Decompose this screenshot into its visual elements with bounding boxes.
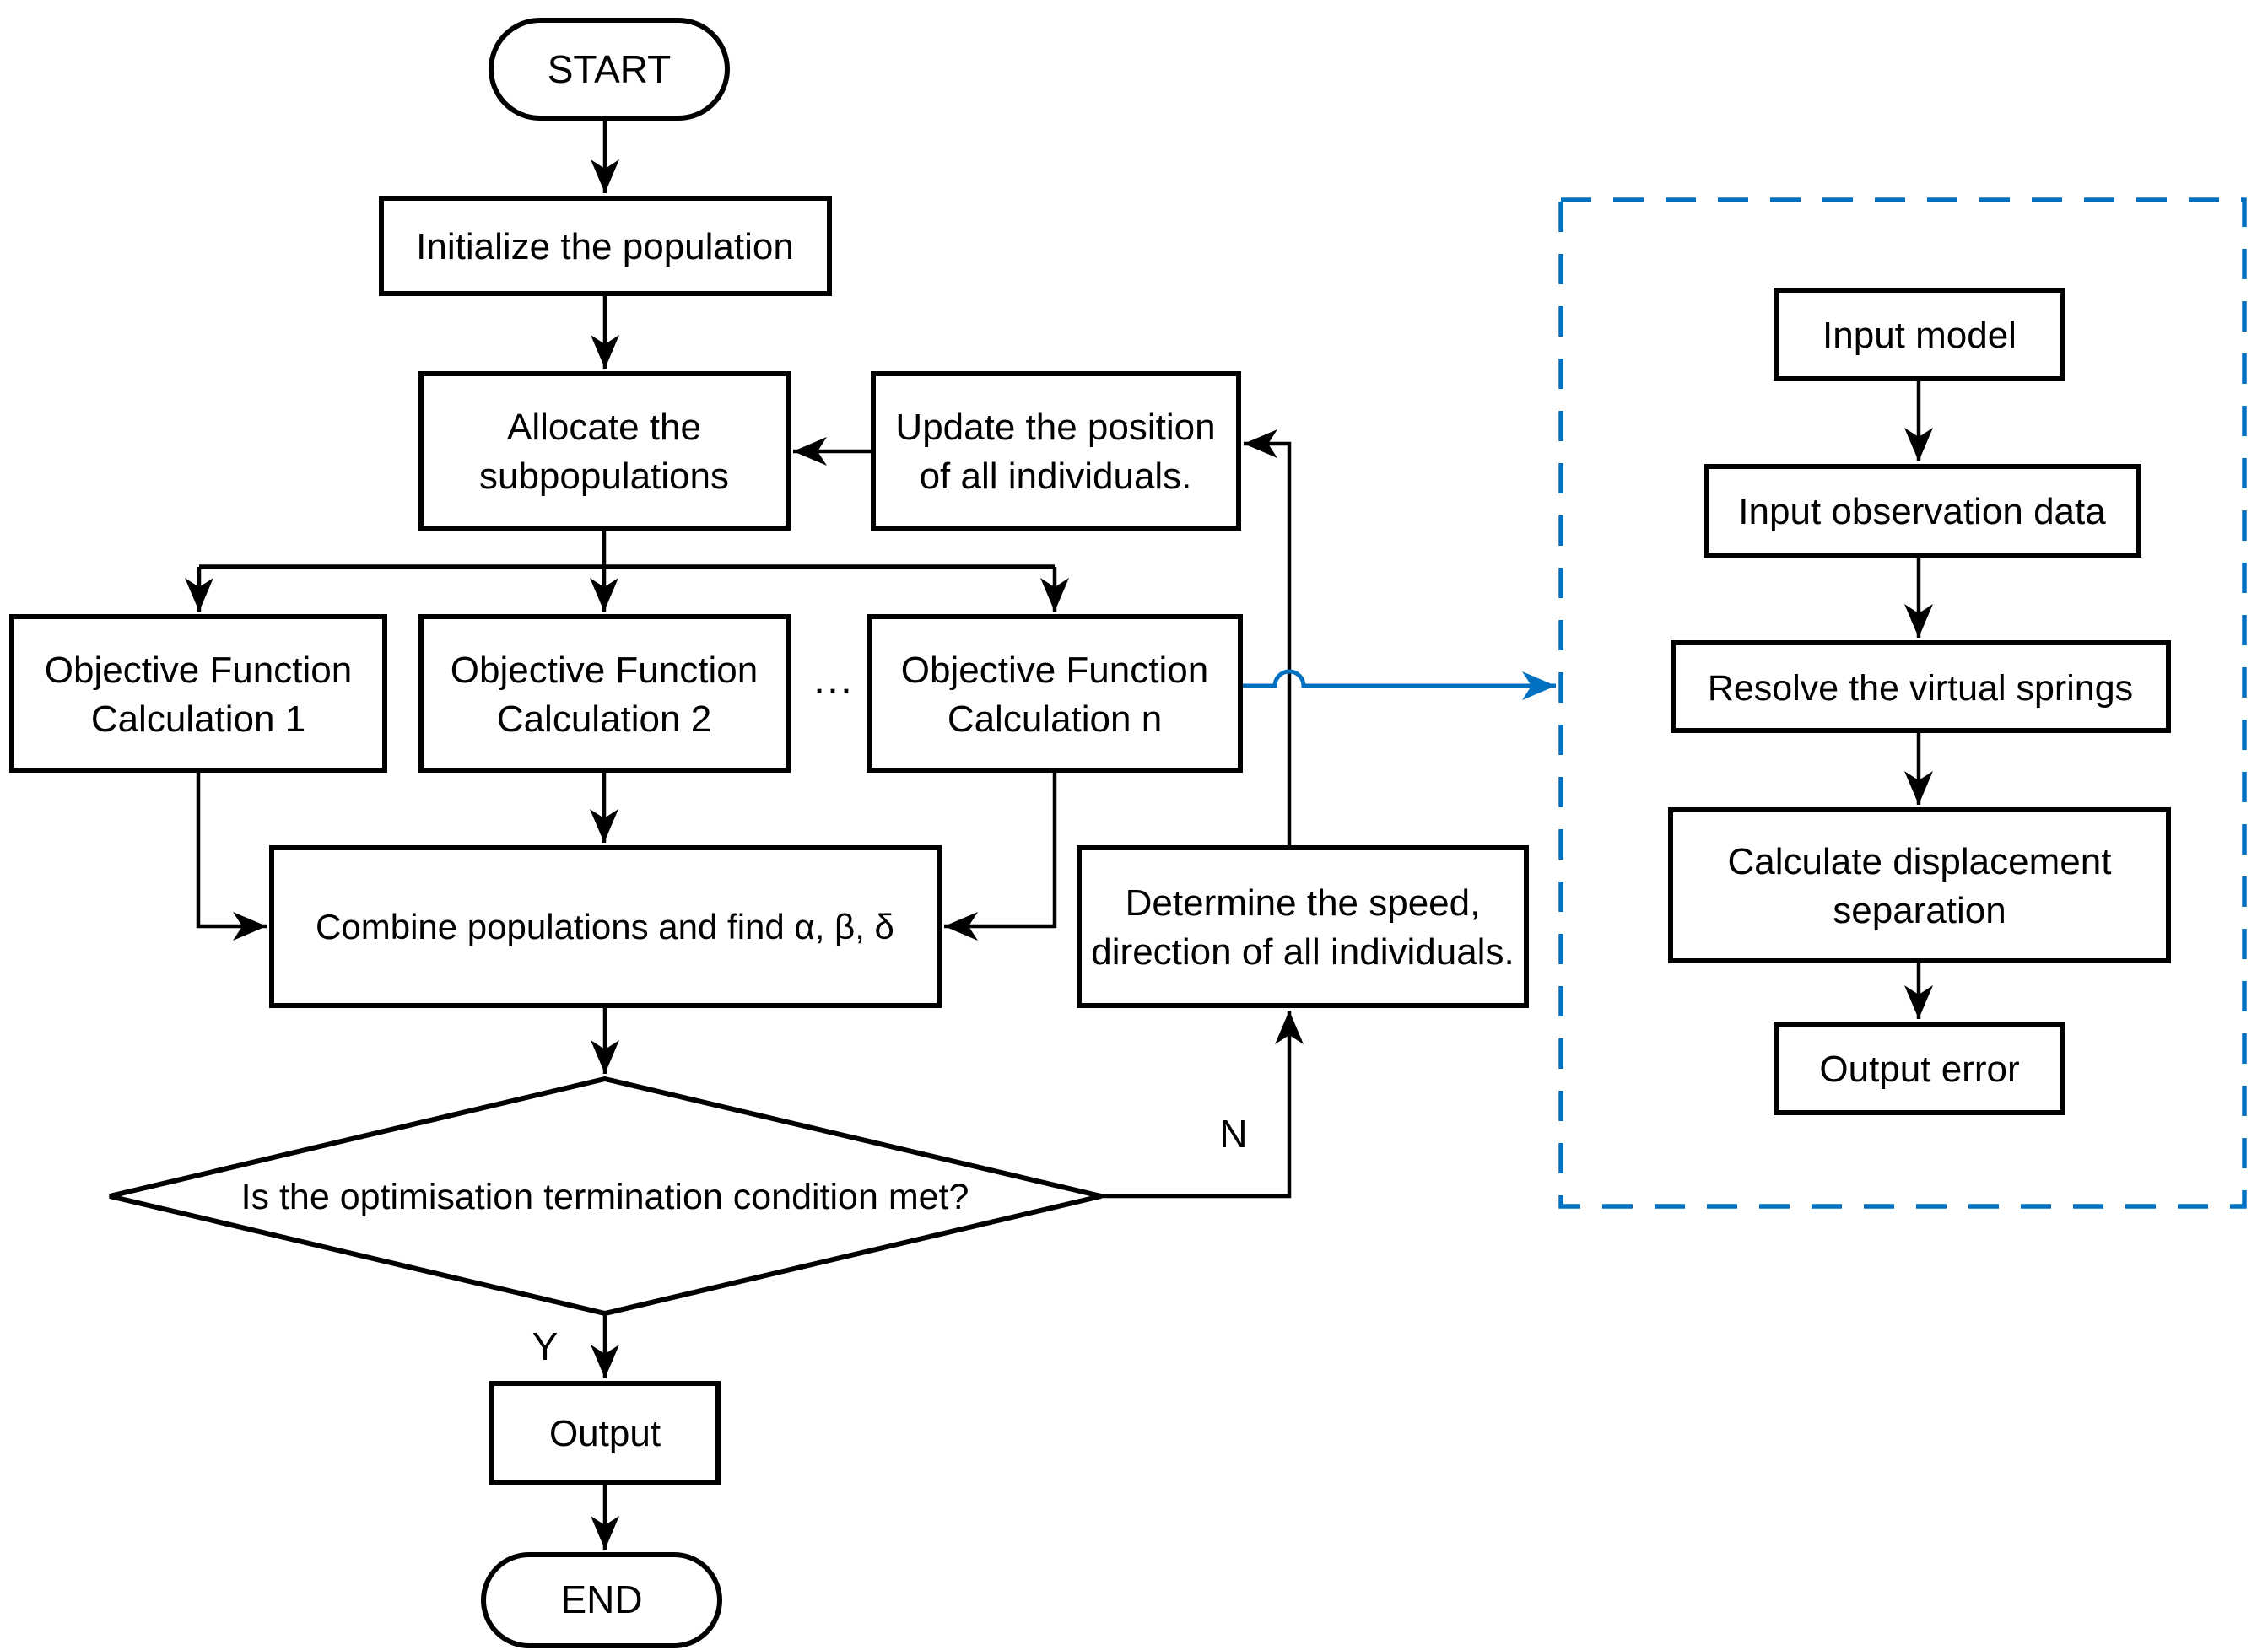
- objective2-shape: [418, 614, 791, 773]
- update-position-node: Update the position of all individuals.: [871, 371, 1241, 531]
- resolve-springs-node: Resolve the virtual springs: [1671, 640, 2171, 733]
- combine-node: Combine populations and find α, β, δ: [269, 845, 942, 1008]
- resolve-springs-shape: [1671, 640, 2171, 733]
- determine-shape: [1077, 845, 1529, 1008]
- update-position-label-line2: of all individuals.: [920, 456, 1192, 497]
- combine-label: Combine populations and find α, β, δ: [316, 907, 894, 946]
- input-observation-label: Input observation data: [1738, 491, 2106, 532]
- edges: [185, 118, 1556, 1550]
- objectiveN-label-line1: Objective Function: [901, 650, 1208, 691]
- objectiveN-shape: [867, 614, 1243, 773]
- decision-shape: [109, 1076, 1102, 1317]
- start-shape: [489, 18, 730, 121]
- initialize-label: Initialize the population: [416, 226, 794, 267]
- update-position-shape: [871, 371, 1241, 531]
- combine-shape: [269, 845, 942, 1008]
- objectiveN-node: Objective Function Calculation n: [867, 614, 1243, 773]
- output-label: Output: [549, 1413, 661, 1454]
- update-position-label-line1: Update the position: [895, 407, 1215, 448]
- input-observation-node: Input observation data: [1704, 464, 2141, 558]
- input-model-node: Input model: [1774, 288, 2066, 381]
- resolve-springs-label: Resolve the virtual springs: [1708, 668, 2133, 709]
- edge-objective1-combine: [196, 770, 267, 941]
- initialize-shape: [379, 196, 832, 296]
- objective1-node: Objective Function Calculation 1: [9, 614, 387, 773]
- objective2-node: Objective Function Calculation 2: [418, 614, 791, 773]
- input-model-shape: [1774, 288, 2066, 381]
- end-node: END: [481, 1552, 722, 1648]
- ellipsis-label: ...: [813, 655, 854, 703]
- decision-label: Is the optimisation termination conditio…: [241, 1177, 969, 1217]
- input-model-label: Input model: [1822, 315, 2017, 356]
- objective1-label-line1: Objective Function: [45, 650, 352, 691]
- initialize-node: Initialize the population: [379, 196, 832, 296]
- decision-node: Is the optimisation termination conditio…: [109, 1076, 1102, 1317]
- subroutine-region: [1558, 197, 2247, 1209]
- objectiveN-label-line2: Calculation n: [948, 698, 1162, 740]
- output-node: Output: [489, 1381, 721, 1485]
- determine-label-line1: Determine the speed,: [1126, 882, 1481, 924]
- branch-yes-label: Y: [532, 1324, 559, 1368]
- calc-displacement-label-line2: separation: [1833, 890, 2006, 931]
- determine-node: Determine the speed, direction of all in…: [1077, 845, 1529, 1008]
- objective2-label-line1: Objective Function: [451, 650, 758, 691]
- edge-determine-update: [1244, 429, 1292, 848]
- output-error-node: Output error: [1774, 1022, 2066, 1115]
- input-observation-shape: [1704, 464, 2141, 558]
- edge-decision-determine: [1101, 1011, 1304, 1199]
- output-shape: [489, 1381, 721, 1485]
- output-error-shape: [1774, 1022, 2066, 1115]
- allocate-label-line2: subpopulations: [479, 456, 729, 497]
- end-shape: [481, 1552, 722, 1648]
- determine-label-line2: direction of all individuals.: [1091, 931, 1514, 973]
- calc-displacement-node: Calculate displacement separation: [1668, 807, 2171, 963]
- allocate-node: Allocate the subpopulations: [418, 371, 791, 531]
- calc-displacement-label-line1: Calculate displacement: [1728, 841, 2112, 882]
- end-label: END: [560, 1577, 642, 1621]
- edge-objectiveN-combine: [944, 770, 1057, 941]
- edge-objectiveN-subroutine: [1240, 669, 1556, 700]
- start-node: START: [489, 18, 730, 121]
- objective2-label-line2: Calculation 2: [497, 698, 711, 740]
- output-error-label: Output error: [1819, 1049, 2019, 1090]
- objective1-shape: [9, 614, 387, 773]
- branch-no-label: N: [1219, 1112, 1247, 1156]
- allocate-shape: [418, 371, 791, 531]
- calc-displacement-shape: [1668, 807, 2171, 963]
- objective1-label-line2: Calculation 1: [91, 698, 305, 740]
- allocate-label-line1: Allocate the: [507, 407, 701, 448]
- start-label: START: [548, 47, 672, 91]
